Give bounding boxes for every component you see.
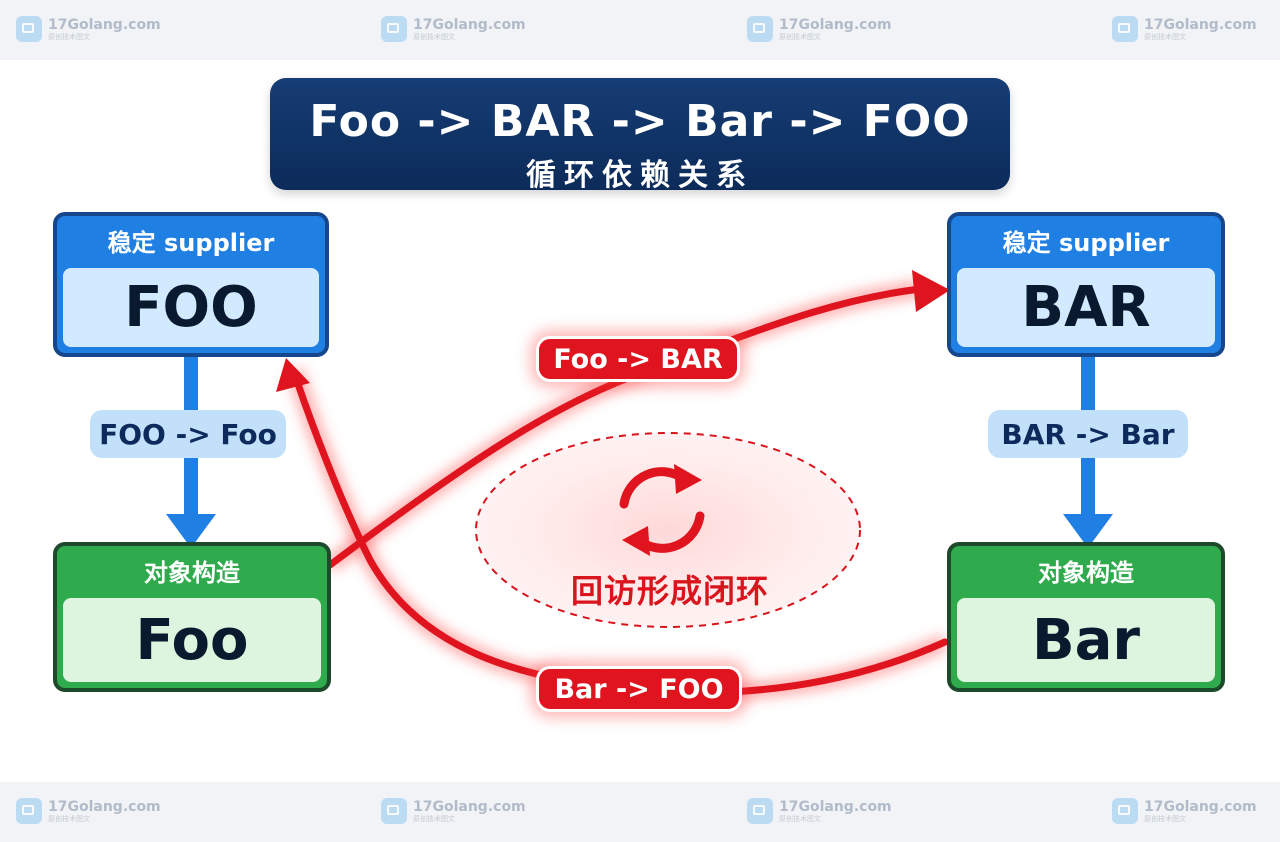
watermark-text: 17Golang.com xyxy=(1144,16,1257,33)
foo-object-node: 对象构造 Foo xyxy=(53,542,331,692)
diagram-title: Foo -> BAR -> Bar -> FOO xyxy=(309,96,971,147)
edge-label-foo-supplier-to-object: FOO -> Foo xyxy=(90,410,286,458)
watermark-subtext: 原创技术图文 xyxy=(413,814,455,823)
cycle-zone xyxy=(475,432,861,628)
watermark-logo-icon xyxy=(747,798,773,824)
bar-object-node: 对象构造 Bar xyxy=(947,542,1225,692)
watermark-logo-icon xyxy=(747,16,773,42)
watermark-subtext: 原创技术图文 xyxy=(779,32,821,41)
watermark-subtext: 原创技术图文 xyxy=(48,32,90,41)
watermark-text: 17Golang.com xyxy=(48,798,161,815)
node-name: Bar xyxy=(957,598,1215,682)
watermark-logo-icon xyxy=(381,16,407,42)
watermark-subtext: 原创技术图文 xyxy=(779,814,821,823)
watermark-subtext: 原创技术图文 xyxy=(413,32,455,41)
watermark-logo-icon xyxy=(16,798,42,824)
node-header: 稳定 supplier xyxy=(107,228,275,257)
edge-label-bar-to-foo: Bar -> FOO xyxy=(536,666,742,712)
bar-supplier-node: 稳定 supplier BAR xyxy=(947,212,1225,357)
node-header: 对象构造 xyxy=(144,558,240,587)
cycle-arrow-bar-to-foo xyxy=(276,358,949,697)
watermark-text: 17Golang.com xyxy=(1144,798,1257,815)
watermark-subtext: 原创技术图文 xyxy=(1144,32,1186,41)
foo-supplier-node: 稳定 supplier FOO xyxy=(53,212,329,357)
diagram-subtitle: 循环依赖关系 xyxy=(526,158,754,193)
watermark-subtext: 原创技术图文 xyxy=(48,814,90,823)
node-name: Foo xyxy=(63,598,321,682)
watermark-text: 17Golang.com xyxy=(413,16,526,33)
watermark-logo-icon xyxy=(1112,798,1138,824)
edge-label-foo-to-bar: Foo -> BAR xyxy=(536,336,740,382)
node-header: 对象构造 xyxy=(1038,558,1134,587)
refresh-cycle-icon xyxy=(619,464,705,556)
cycle-label: 回访形成闭环 xyxy=(570,572,769,610)
node-header: 稳定 supplier xyxy=(1002,228,1170,257)
watermark-text: 17Golang.com xyxy=(413,798,526,815)
node-name: BAR xyxy=(957,268,1215,347)
node-name: FOO xyxy=(63,268,319,347)
watermark-logo-icon xyxy=(16,16,42,42)
watermark-text: 17Golang.com xyxy=(779,16,892,33)
watermark-logo-icon xyxy=(381,798,407,824)
watermark-band-top xyxy=(0,0,1280,60)
watermark-text: 17Golang.com xyxy=(779,798,892,815)
watermark-text: 17Golang.com xyxy=(48,16,161,33)
diagram-title-banner: Foo -> BAR -> Bar -> FOO 循环依赖关系 xyxy=(270,78,1010,193)
edge-label-bar-supplier-to-object: BAR -> Bar xyxy=(988,410,1188,458)
watermark-subtext: 原创技术图文 xyxy=(1144,814,1186,823)
watermark-band-bottom xyxy=(0,782,1280,842)
watermark-logo-icon xyxy=(1112,16,1138,42)
